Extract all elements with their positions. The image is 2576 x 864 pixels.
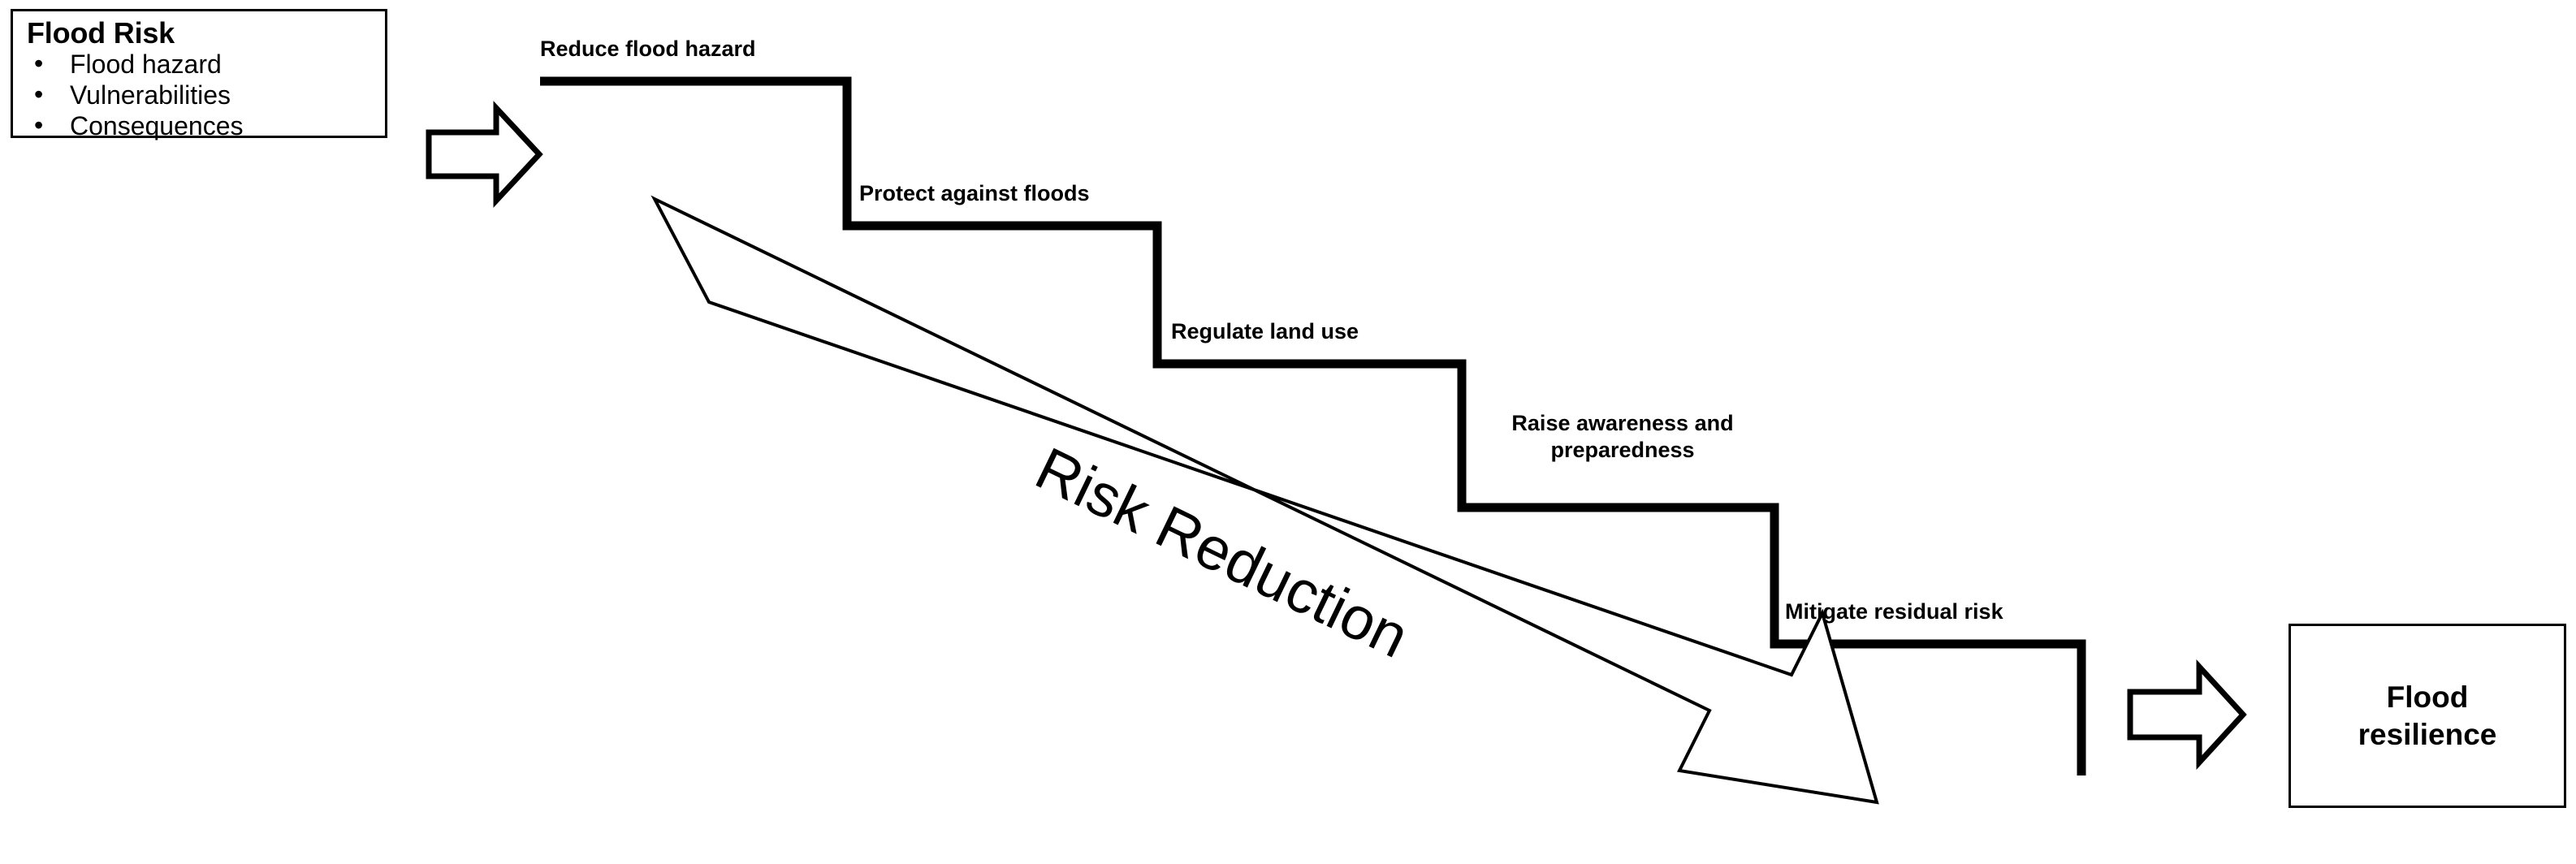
step-label-raise-awareness-and-preparedness: Raise awareness and preparedness [1511,411,1734,462]
list-item-label: Vulnerabilities [70,80,231,110]
step-label-mitigate-residual-risk: Mitigate residual risk [1785,599,2003,624]
bullet-icon: • [34,49,44,78]
list-item: • Flood hazard [24,49,378,80]
flood-risk-title: Flood Risk [27,16,175,50]
list-item-label: Consequences [70,111,244,140]
list-item-label: Flood hazard [70,50,222,79]
flood-risk-box: Flood Risk • Flood hazard • Vulnerabilit… [11,9,387,141]
bullet-icon: • [34,110,44,140]
risk-reduction-label: Risk Reduction [1026,434,1419,671]
flood-risk-list: • Flood hazard • Vulnerabilities • Conse… [24,49,378,141]
bullet-icon: • [34,80,44,109]
list-item: • Consequences [24,110,378,141]
step-label-protect-against-floods: Protect against floods [859,181,1090,205]
flood-resilience-label: Flood resilience [2358,680,2497,751]
output-block-arrow-icon [2127,659,2247,771]
step-label-regulate-land-use: Regulate land use [1171,319,1359,343]
flood-resilience-box: Flood resilience [2289,624,2566,808]
list-item: • Vulnerabilities [24,80,378,110]
input-block-arrow-icon [426,101,543,208]
step-label-reduce-flood-hazard: Reduce flood hazard [540,37,756,61]
